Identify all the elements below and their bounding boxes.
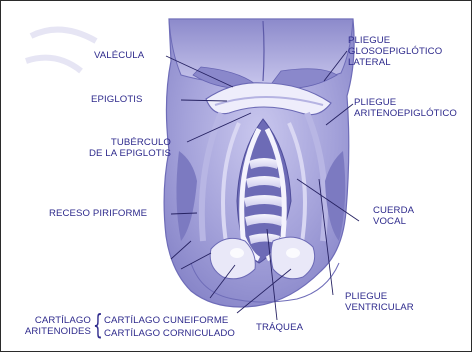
label-tuberculo: TUBÉRCULO DE LA EPIGLOTIS bbox=[39, 137, 171, 159]
label-epiglotis: EPIGLOTIS bbox=[91, 94, 143, 105]
label-receso-piriforme: RECESO PIRIFORME bbox=[49, 208, 147, 219]
label-traquea: TRÁQUEA bbox=[256, 322, 303, 333]
background-sketch bbox=[26, 30, 96, 71]
label-ariteno-line-1: PLIEGUE bbox=[354, 97, 457, 108]
corniculate-tubercle bbox=[286, 248, 300, 258]
cuneiform-tubercle bbox=[230, 248, 244, 258]
brace-icon: { bbox=[93, 311, 103, 339]
label-gloso-line-2: GLOSOEPIGLÓTICO bbox=[348, 46, 442, 57]
label-ariteno-line-2: ARITENOEPIGLÓTICO bbox=[354, 108, 457, 119]
label-cartilago-corniculado: CARTÍLAGO CORNICULADO bbox=[104, 328, 235, 339]
label-ventricular-line-1: PLIEGUE bbox=[345, 291, 414, 302]
label-pliegue-ventricular: PLIEGUE VENTRICULAR bbox=[345, 291, 414, 313]
label-cartilago-line-1: CARTÍLAGO bbox=[5, 315, 91, 326]
label-cartilago-cuneiforme: CARTÍLAGO CUNEIFORME bbox=[104, 315, 228, 326]
label-gloso-line-1: PLIEGUE bbox=[348, 35, 442, 46]
label-valecula: VALÉCULA bbox=[94, 50, 144, 61]
label-cuerda-line-2: VOCAL bbox=[373, 216, 414, 227]
label-pliegue-aritenoepiglotico: PLIEGUE ARITENOEPIGLÓTICO bbox=[354, 97, 457, 119]
label-cuerda-line-1: CUERDA bbox=[373, 205, 414, 216]
label-cartilago-aritenoides: CARTÍLAGO ARITENOIDES bbox=[5, 315, 91, 337]
label-gloso-line-3: LATERAL bbox=[348, 57, 442, 68]
label-pliegue-glosoepiglotico: PLIEGUE GLOSOEPIGLÓTICO LATERAL bbox=[348, 35, 442, 68]
label-tuberculo-line-1: TUBÉRCULO bbox=[39, 137, 171, 148]
label-cuerda-vocal: CUERDA VOCAL bbox=[373, 205, 414, 227]
label-ventricular-line-2: VENTRICULAR bbox=[345, 302, 414, 313]
label-cartilago-line-2: ARITENOIDES bbox=[5, 326, 91, 337]
label-tuberculo-line-2: DE LA EPIGLOTIS bbox=[39, 148, 171, 159]
arytenoid-cartilage-left bbox=[210, 238, 255, 278]
